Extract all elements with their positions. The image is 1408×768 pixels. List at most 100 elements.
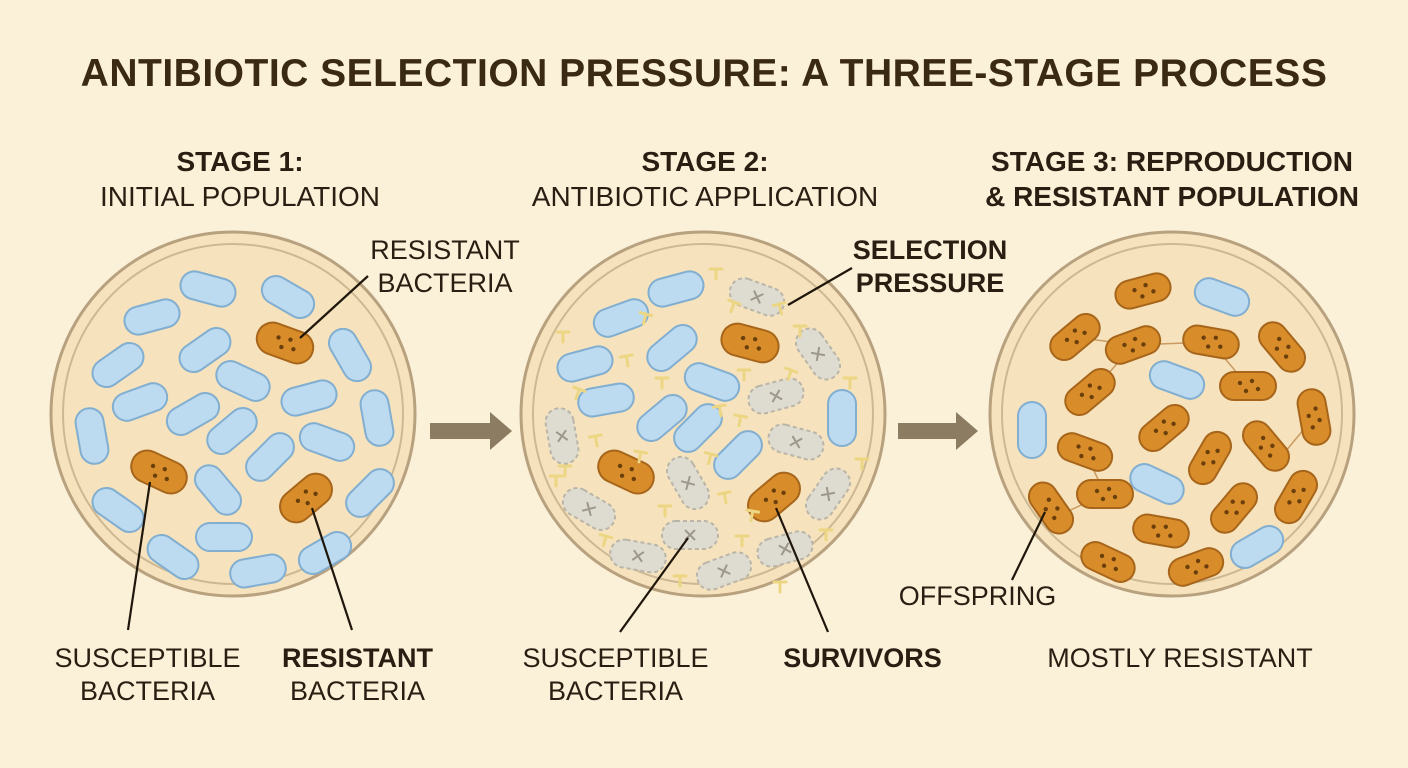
resistant-dot [305, 500, 310, 506]
stage-3-susceptible-bacterium [1229, 525, 1285, 569]
resistant-dot [1151, 524, 1156, 529]
stage-2-susceptible-bacterium [647, 270, 705, 308]
antibiotic-molecule [703, 451, 719, 466]
resistant-body [1114, 272, 1172, 310]
stage-3-resistant-bacterium [1064, 368, 1116, 416]
susceptible-body [260, 275, 316, 319]
stage-2-susceptible-bacterium [827, 389, 857, 447]
resistant-dot [1112, 494, 1118, 500]
susceptible-body [298, 422, 356, 462]
stage-1-resistant-bottom-pointer [310, 507, 354, 631]
resistant-dot [1234, 510, 1239, 515]
resistant-dot [1079, 392, 1085, 398]
susceptible-body [1148, 360, 1206, 400]
stage-1-susceptible-bacterium [111, 382, 169, 422]
dead-cross [750, 290, 764, 304]
stage-3-resistant-bacterium [1080, 541, 1136, 583]
susceptible-body [577, 382, 635, 418]
stage-1-heading-line2: INITIAL POPULATION [99, 181, 381, 212]
resistant-dot [1151, 289, 1156, 294]
antibiotic-mark [854, 457, 870, 471]
stage-3-offspring-pointer [1011, 511, 1046, 581]
resistant-dot [1258, 445, 1264, 450]
resistant-dot [1193, 570, 1199, 575]
antibiotic-mark [587, 433, 603, 448]
resistant-dot [152, 473, 158, 478]
resistant-dot [279, 344, 284, 350]
stage-1-susceptible-bacterium [359, 389, 395, 447]
antibiotic-molecule [772, 580, 788, 594]
resistant-body [1167, 547, 1225, 587]
antibiotic-mark [672, 574, 688, 588]
susceptible-body [194, 464, 242, 516]
antibiotic-mark [842, 376, 858, 390]
susceptible-body [91, 341, 145, 389]
antibiotic-mark [771, 301, 787, 316]
stage-2-dead-bacterium [609, 538, 667, 574]
stage-1-resistant-label-top-line2: BACTERIA [377, 268, 513, 298]
stage-1-susceptible-bacterium [206, 407, 258, 455]
stage-3-offspring-label: OFFSPRING [890, 580, 1065, 613]
resistant-body [1188, 430, 1232, 486]
arrow-head [956, 412, 978, 450]
stage-3-resistant-bacterium [1104, 325, 1162, 365]
resistant-body [1132, 513, 1190, 549]
resistant-body [1296, 388, 1332, 446]
susceptible-body [178, 326, 232, 374]
resistant-dot [1297, 499, 1302, 504]
stage-1-susceptible-bacterium [245, 432, 295, 482]
stage-1-resistant-label-bottom-line1: RESISTANT [281, 643, 433, 673]
resistant-dot [617, 463, 623, 469]
susceptible-body [1229, 525, 1285, 569]
susceptible-body [556, 345, 614, 383]
stage-3-susceptible-bacterium [1193, 277, 1251, 317]
resistant-dot [291, 347, 296, 352]
process-arrow-1 [430, 412, 512, 450]
resistant-dot [1260, 435, 1266, 441]
stage-3-resistant-bacterium [1138, 404, 1190, 452]
resistant-dot [771, 488, 777, 493]
stage-1-susceptible-bacterium [91, 486, 145, 534]
stage-3-resistant-bacterium [1242, 420, 1290, 472]
dead-cross [680, 475, 696, 491]
resistant-dot [1087, 383, 1093, 388]
resistant-dot [1215, 448, 1220, 454]
stage-1-susceptible-bacterium [146, 533, 200, 581]
antibiotic-molecule [548, 474, 564, 488]
susceptible-body [206, 407, 258, 455]
dead-cross [717, 564, 731, 578]
susceptible-body [359, 389, 395, 447]
resistant-dot [1286, 344, 1291, 350]
resistant-dot [756, 346, 762, 351]
resistant-body [1027, 481, 1075, 535]
resistant-dot [1079, 453, 1084, 459]
stage-1-susceptible-bacterium [194, 464, 242, 516]
resistant-dot [1205, 344, 1211, 349]
resistant-dot [1230, 499, 1235, 504]
resistant-dot [1243, 388, 1249, 394]
resistant-dot [1072, 328, 1078, 333]
antibiotic-molecule [708, 267, 724, 281]
resistant-dot [1132, 336, 1138, 342]
antibiotic-molecule [771, 301, 787, 316]
antibiotic-molecule [711, 403, 727, 418]
stage-2-heading-line2: ANTIBIOTIC APPLICATION [531, 181, 879, 212]
susceptible-body [713, 430, 763, 480]
stage-3-resistant-bacterium [1049, 313, 1101, 361]
stage-2-selection-pressure-pointer [787, 267, 853, 306]
antibiotic-mark [733, 413, 749, 428]
resistant-dot [1291, 488, 1296, 494]
resistant-body [1274, 469, 1318, 525]
susceptible-body [1017, 401, 1047, 459]
antibiotic-mark [772, 580, 788, 594]
resistant-dot [1306, 413, 1311, 419]
antibiotic-molecule [587, 433, 603, 448]
stage-1-susceptible-pointer [126, 481, 152, 631]
resistant-dot [763, 497, 769, 503]
stage-1-susceptible-label-line1: SUSCEPTIBLE [54, 643, 241, 673]
resistant-dot [1163, 430, 1168, 436]
susceptible-body [215, 360, 271, 402]
stage-1-resistant-label-bottom-line2: BACTERIA [289, 676, 426, 706]
susceptible-body [280, 379, 338, 417]
resistant-dot [744, 345, 749, 350]
